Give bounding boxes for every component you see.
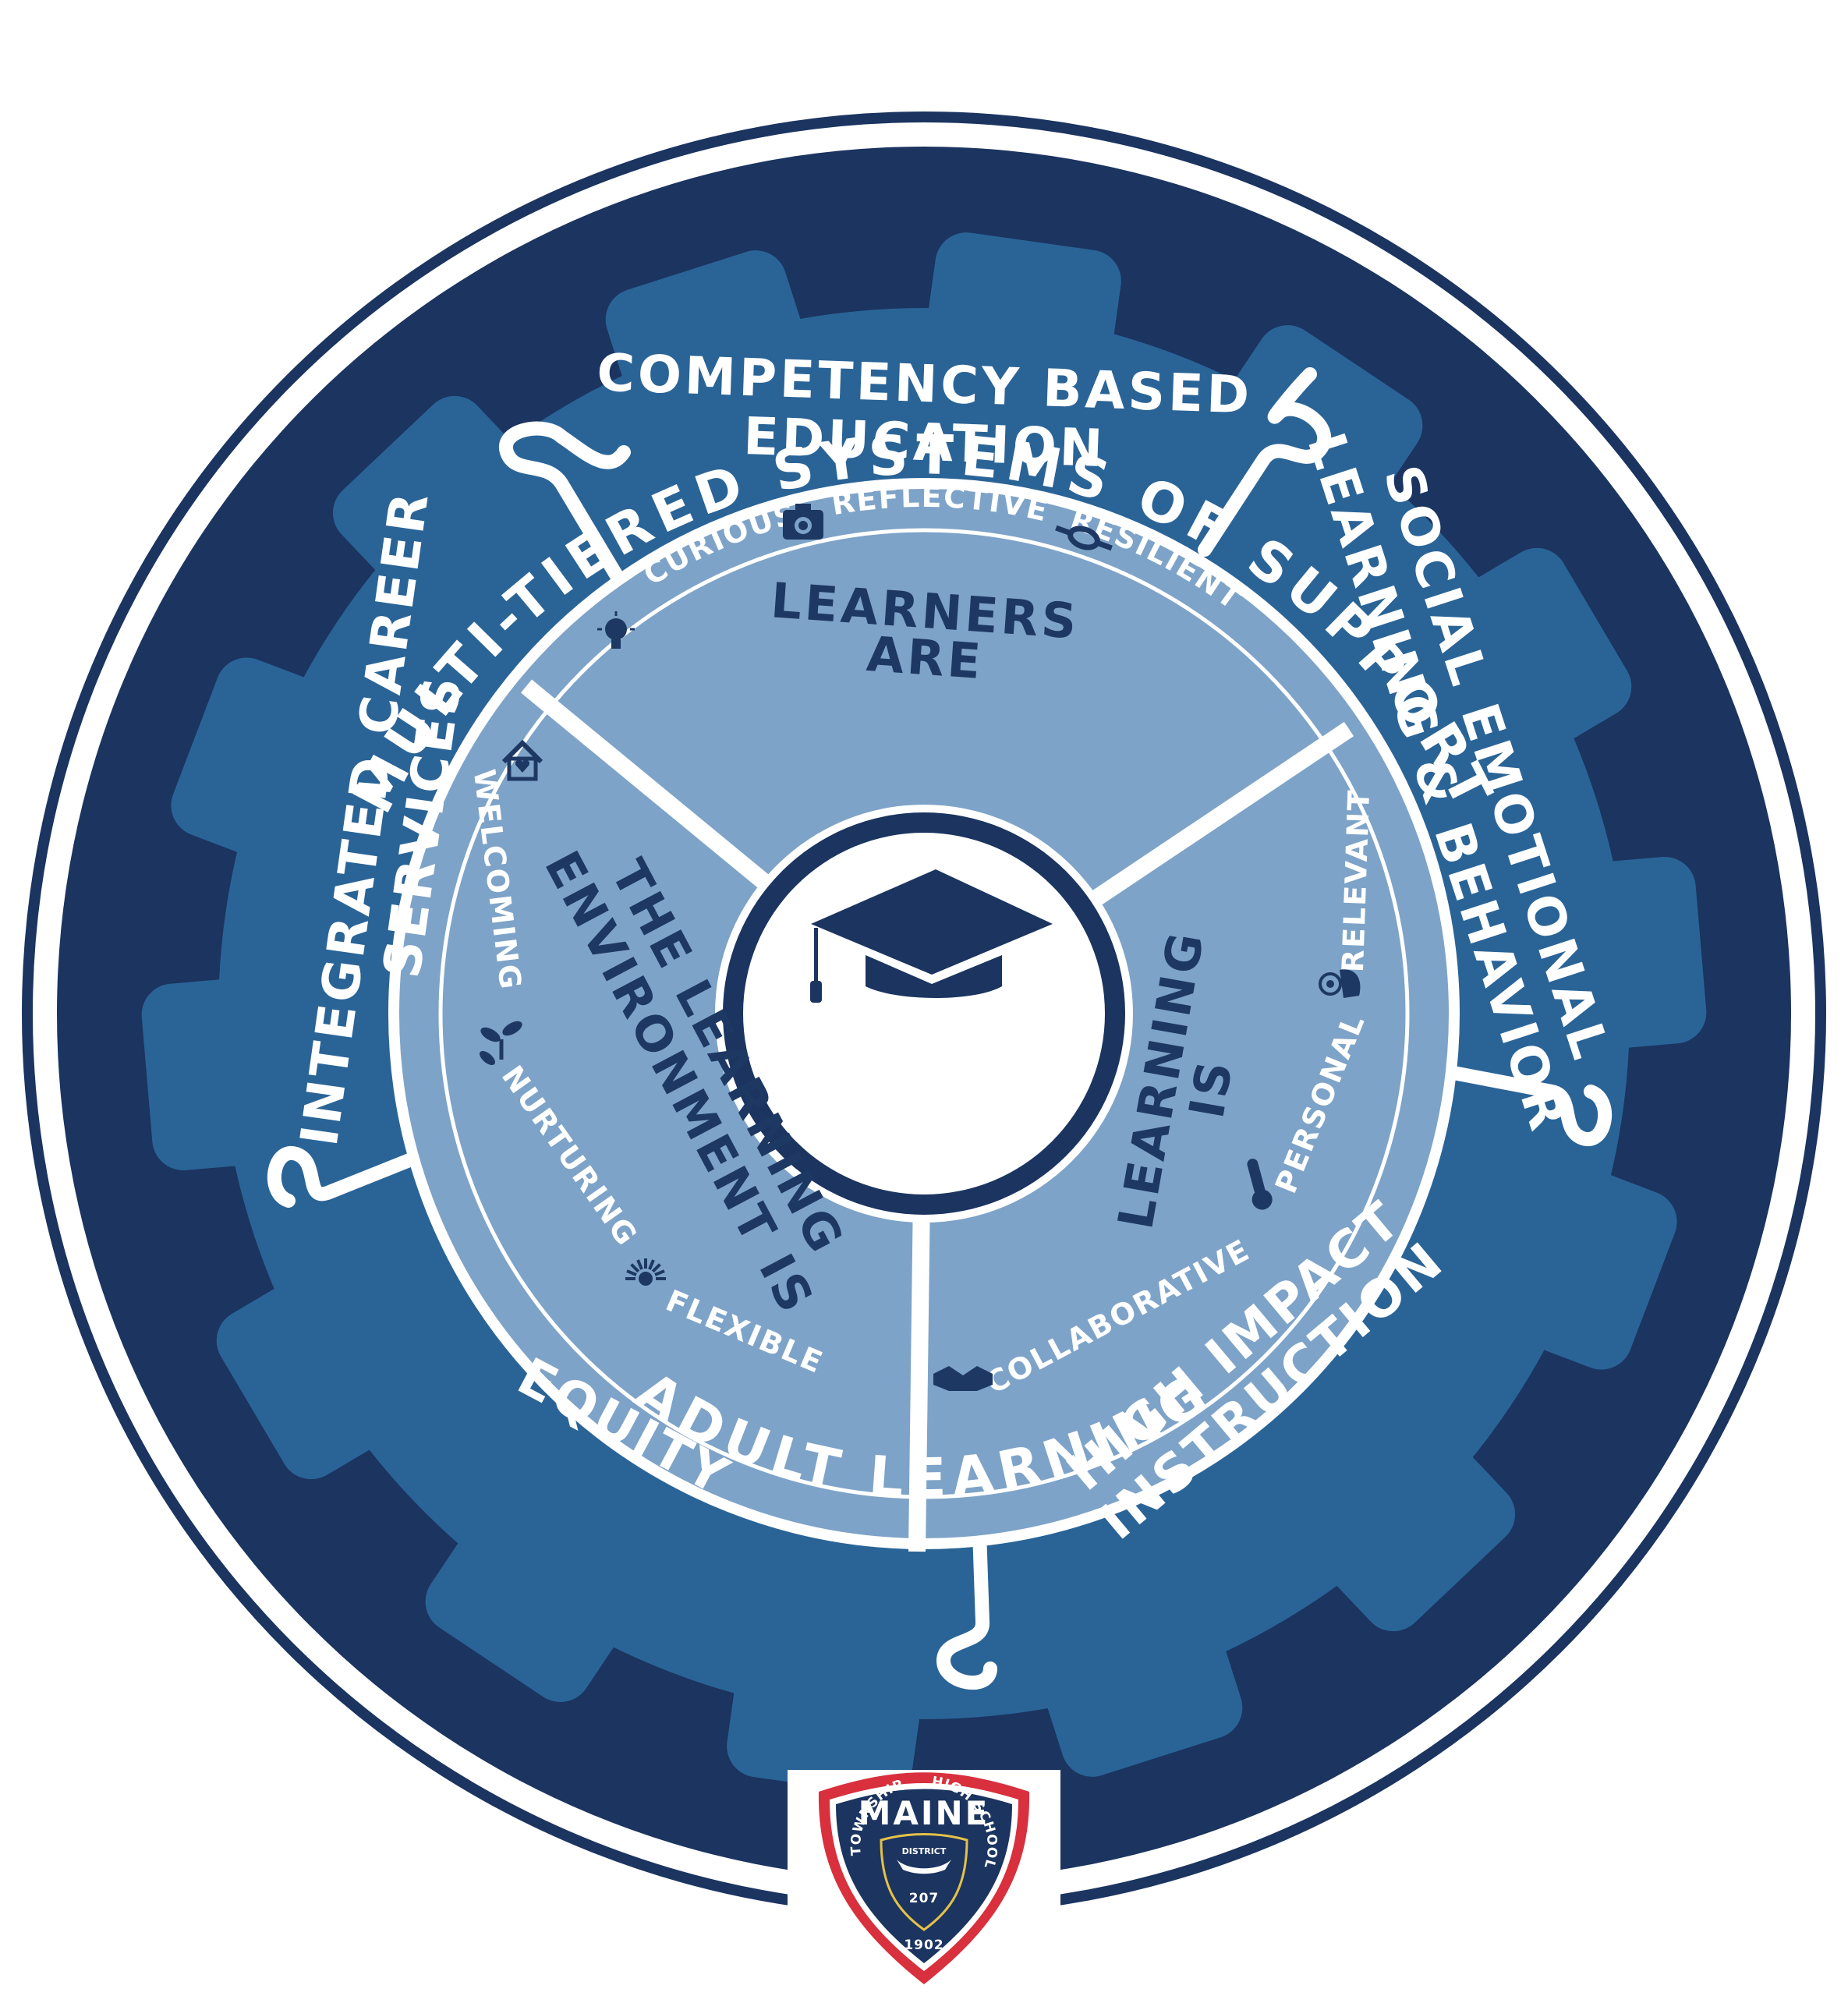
hand-pointer-icon <box>1319 969 1361 998</box>
school-badge: MAINE TOWNSHIP HIGH SCHOOL DISTRICT 207 … <box>788 1770 1060 1996</box>
sunrise-icon <box>625 1258 666 1286</box>
sun-ray <box>630 1263 640 1273</box>
house-heart-icon <box>501 739 543 781</box>
knot-icon <box>1055 525 1113 551</box>
svg-text:207: 207 <box>909 1891 940 1906</box>
svg-text:IS: IS <box>1177 1054 1244 1122</box>
lightbulb-icon <box>597 611 635 649</box>
sun-ray <box>636 1259 643 1270</box>
svg-text:ARE: ARE <box>865 625 986 690</box>
sun-ray <box>654 1269 665 1276</box>
svg-text:DISTRICT: DISTRICT <box>902 1846 947 1856</box>
handshake-icon <box>933 1366 993 1391</box>
svg-text:MAINE: MAINE <box>859 1794 990 1832</box>
svg-text:1902: 1902 <box>904 1938 943 1953</box>
svg-text:EDUCATION: EDUCATION <box>742 406 1106 479</box>
attr-relevant: RELEVANT <box>1336 788 1376 973</box>
sun-ray <box>651 1263 661 1273</box>
camera-icon <box>783 504 823 540</box>
sprout-icon <box>480 1021 522 1065</box>
puzzle-dividers <box>267 367 1613 1690</box>
gear-label-top: COMPETENCY BASED EDUCATION <box>596 342 1253 479</box>
sun-ray <box>626 1269 637 1276</box>
sun-ray <box>648 1259 655 1270</box>
graduation-cap-icon <box>810 869 1053 1003</box>
thermometer-icon <box>1247 1159 1273 1210</box>
